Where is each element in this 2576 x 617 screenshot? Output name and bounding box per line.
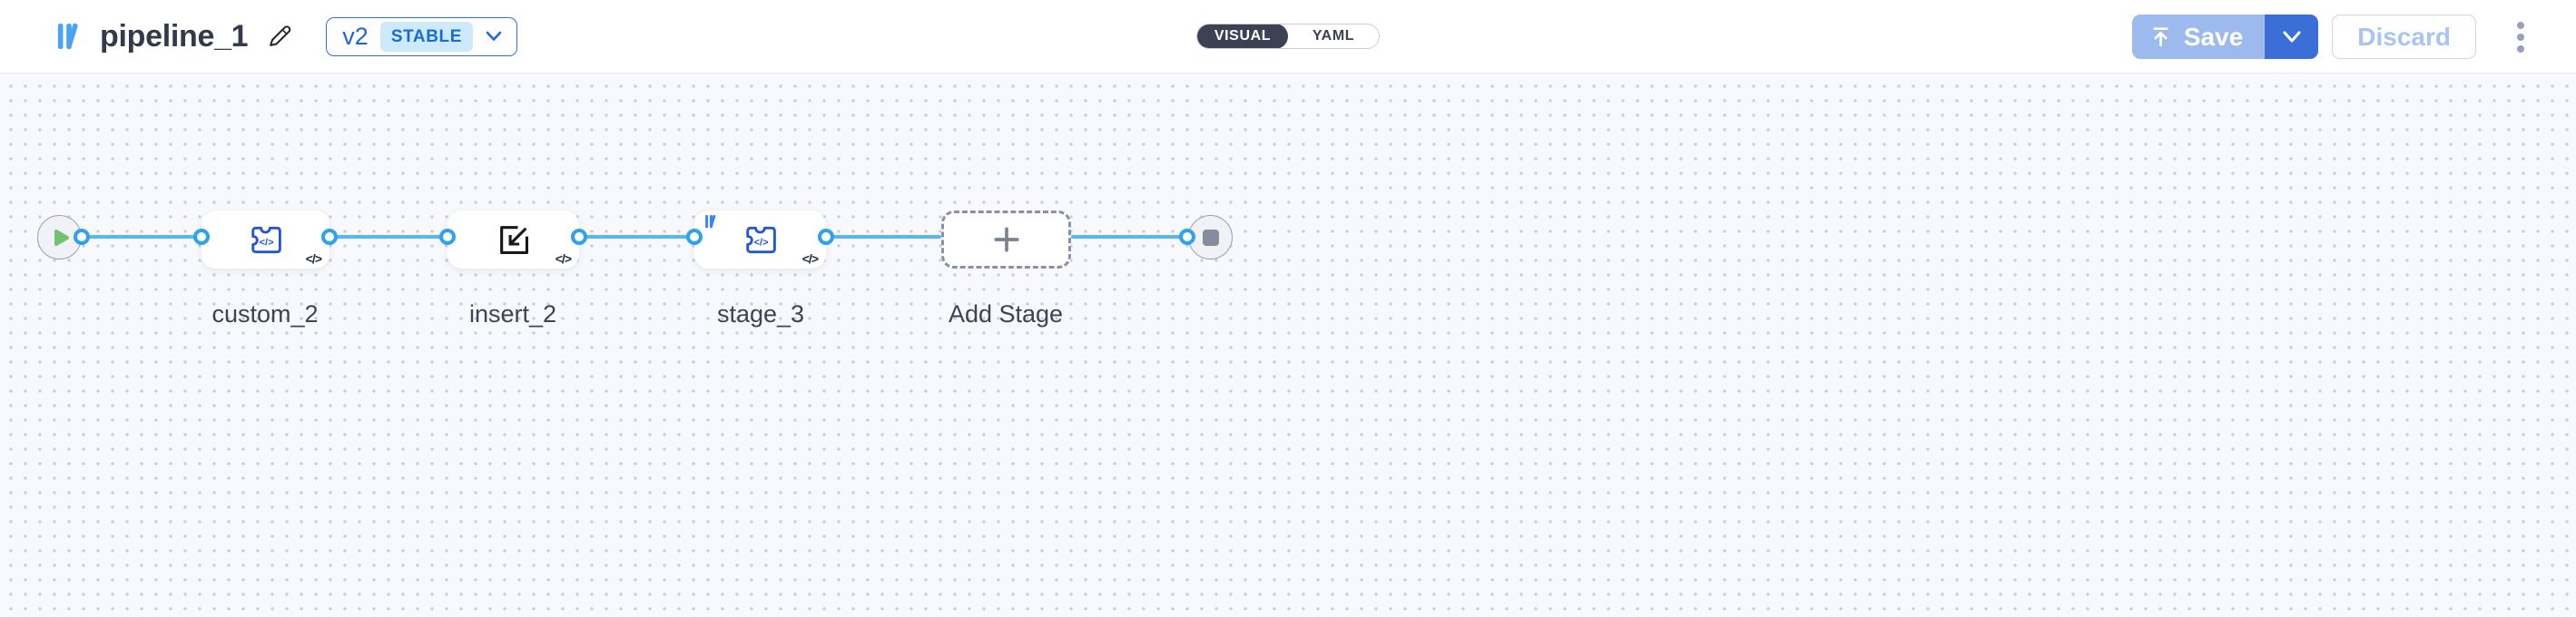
node-custom_2[interactable]: </> </>	[202, 211, 329, 269]
save-options-button[interactable]	[2263, 15, 2319, 59]
port-custom2-in[interactable]	[193, 229, 210, 245]
discard-button[interactable]: Discard	[2332, 15, 2476, 59]
save-split-button: Save	[2131, 15, 2319, 59]
pipeline-end-node[interactable]	[1188, 215, 1233, 260]
puzzle-code-icon: </>	[251, 226, 281, 253]
save-button-label: Save	[2183, 22, 2244, 51]
more-options-button[interactable]	[2507, 15, 2534, 59]
stop-icon	[1202, 229, 1219, 246]
puzzle-code-text: </>	[259, 237, 273, 248]
port-custom2-out[interactable]	[321, 229, 338, 245]
kebab-dot	[2517, 21, 2524, 29]
puzzle-code-icon: </>	[745, 226, 776, 253]
save-button[interactable]: Save	[2131, 15, 2264, 59]
node-insert_2[interactable]: </>	[447, 211, 579, 269]
app-logo-icon	[57, 23, 78, 49]
version-selector[interactable]: v2 STABLE	[326, 16, 518, 56]
kebab-dot	[2517, 33, 2524, 41]
tab-yaml[interactable]: YAML	[1312, 28, 1355, 44]
node-label-custom_2: custom_2	[211, 300, 319, 328]
edge-start-custom2	[82, 235, 202, 239]
edge-addstage-end	[1071, 235, 1187, 239]
edit-title-button[interactable]	[264, 21, 295, 52]
header-left-group: pipeline_1 v2 STABLE	[0, 16, 518, 56]
header-right-group: Save Discard	[2131, 0, 2534, 73]
input-logo-icon	[705, 214, 716, 229]
port-insert2-out[interactable]	[571, 229, 587, 245]
play-icon	[54, 229, 69, 246]
code-badge: </>	[555, 251, 572, 266]
version-label: v2	[342, 22, 369, 50]
puzzle-code-text: </>	[753, 237, 768, 248]
tab-visual[interactable]: VISUAL	[1197, 24, 1288, 48]
insert-icon	[499, 226, 528, 254]
code-badge: </>	[305, 251, 322, 266]
port-stage3-out[interactable]	[818, 229, 834, 245]
view-mode-toggle: VISUAL YAML	[1196, 24, 1380, 49]
chevron-down-icon	[486, 31, 502, 41]
kebab-dot	[2517, 44, 2524, 53]
edge-stage3-addstage	[826, 235, 941, 239]
page-title: pipeline_1	[100, 18, 249, 54]
upload-icon	[2153, 27, 2168, 47]
chevron-down-icon	[2283, 31, 2301, 42]
node-label-add-stage: Add Stage	[948, 300, 1064, 328]
code-badge: </>	[801, 251, 819, 266]
plus-icon	[993, 227, 1019, 252]
port-insert2-in[interactable]	[439, 229, 456, 245]
version-status-badge: STABLE	[379, 21, 474, 52]
node-label-insert_2: insert_2	[468, 300, 557, 328]
add-stage-button[interactable]	[941, 211, 1071, 269]
node-stage_3[interactable]: </> </>	[694, 211, 826, 269]
pencil-icon	[270, 25, 291, 46]
node-label-stage_3: stage_3	[716, 300, 805, 328]
port-end-in[interactable]	[1179, 229, 1195, 245]
port-stage3-in[interactable]	[686, 229, 703, 245]
pipeline-canvas[interactable]: </> </> </> </> </>	[0, 73, 2576, 617]
port-start-out[interactable]	[74, 229, 90, 245]
edge-insert2-stage3	[579, 235, 694, 239]
edge-custom2-insert2	[329, 235, 447, 239]
header: pipeline_1 v2 STABLE VISUAL YAML Save	[0, 0, 2576, 73]
